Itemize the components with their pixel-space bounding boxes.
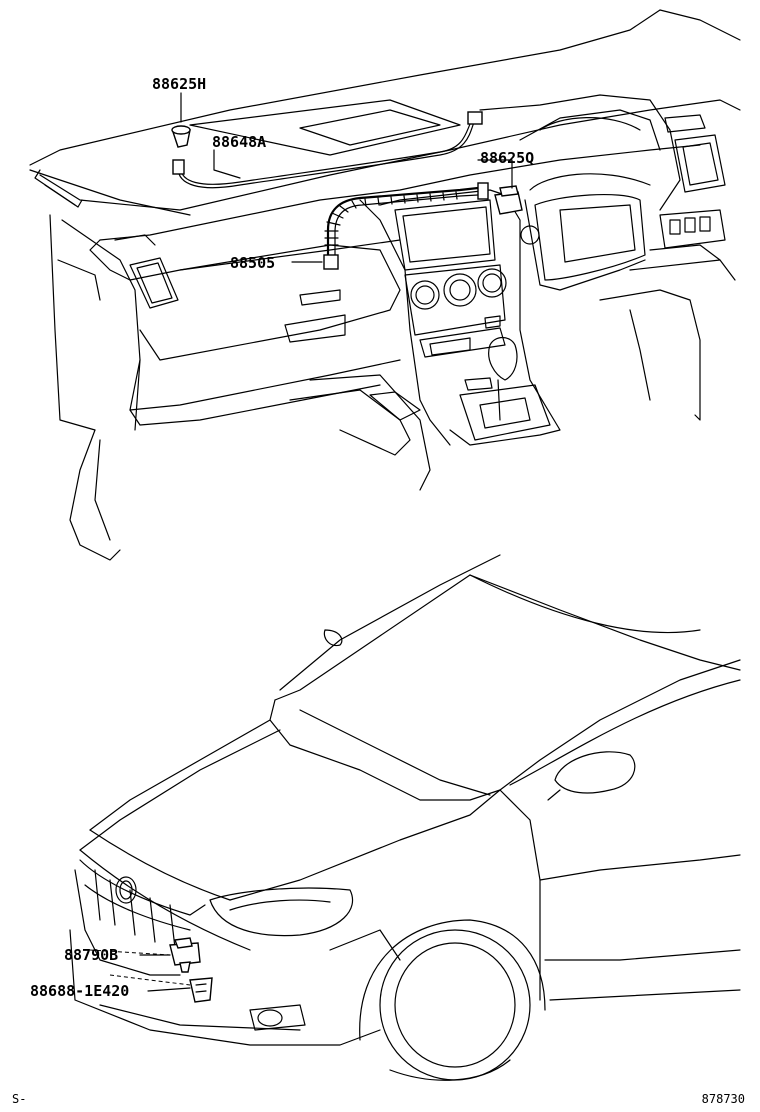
callout-88625Q: 88625Q bbox=[480, 149, 534, 167]
callout-88625H: 88625H bbox=[152, 75, 206, 93]
callout-88688-1E420: 88688-1E420 bbox=[30, 982, 129, 1000]
bottom-leader-lines bbox=[139, 954, 191, 992]
callout-88648A: 88648A bbox=[212, 133, 266, 151]
callout-88790B: 88790B bbox=[64, 946, 118, 964]
diagram-number: 878730 bbox=[702, 1092, 745, 1106]
car-illustration bbox=[69, 554, 741, 1081]
footer-left-code: S- bbox=[12, 1092, 26, 1106]
dashboard-illustration bbox=[29, 9, 741, 561]
top-leader-lines bbox=[180, 92, 513, 263]
callout-88505: 88505 bbox=[230, 254, 275, 272]
